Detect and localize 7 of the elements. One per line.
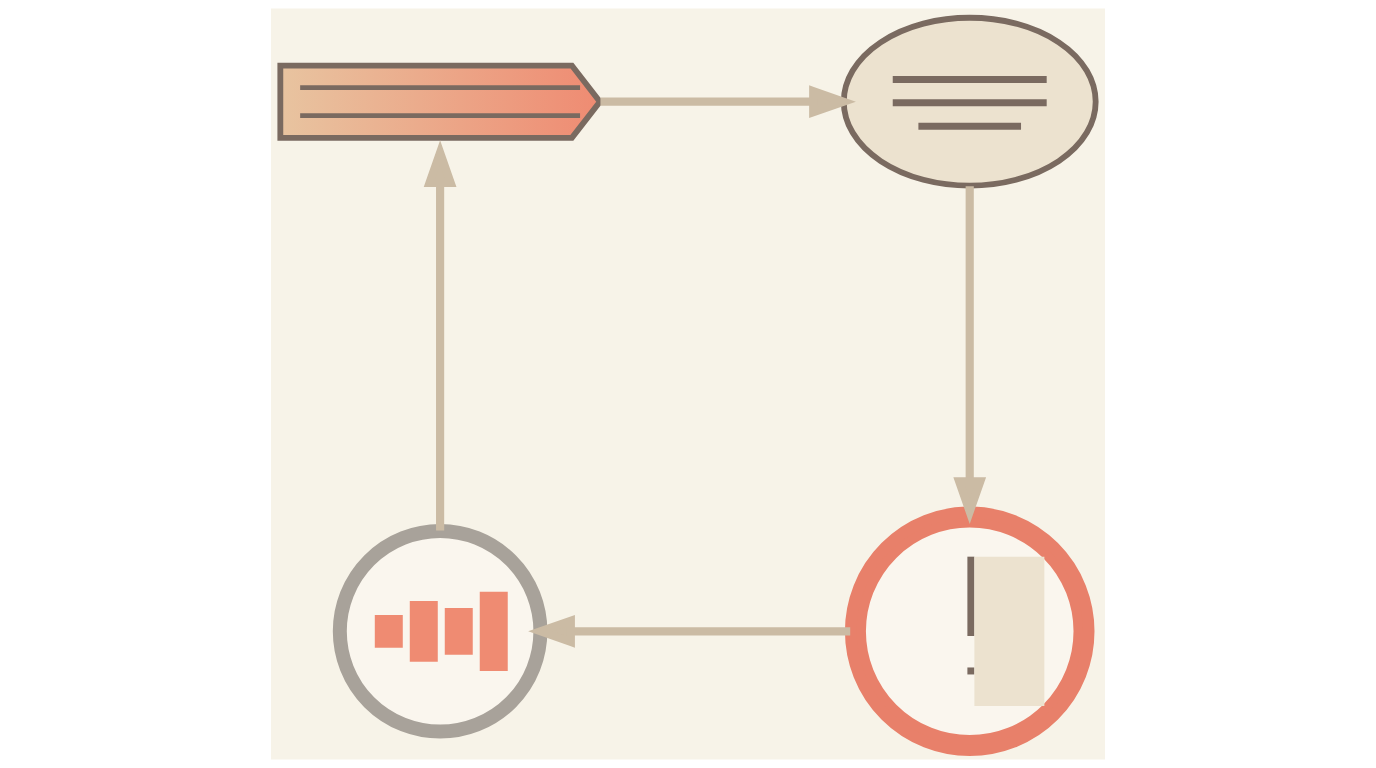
node-picture: [840, 14, 1099, 189]
arrow: [528, 614, 851, 648]
arrow: [953, 186, 987, 524]
node-picture: [332, 524, 548, 739]
arrow: [423, 140, 457, 531]
arrow: [600, 85, 856, 119]
node-picture: [844, 506, 1095, 757]
